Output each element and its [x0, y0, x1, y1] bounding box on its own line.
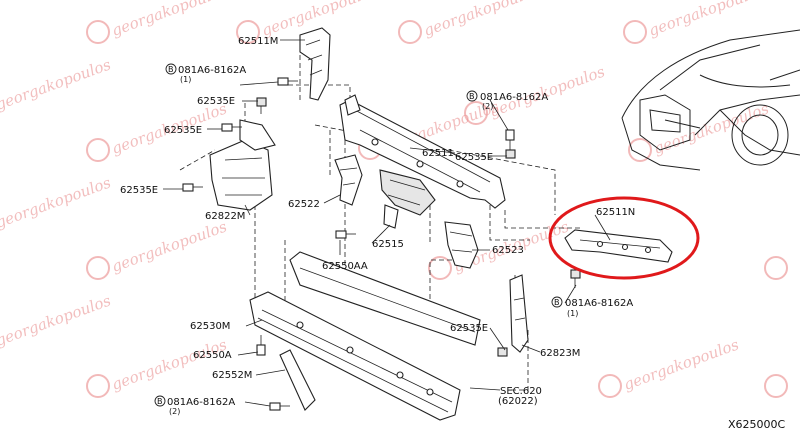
watermark-16: georgakopoulos [598, 335, 742, 398]
label-bolt-right-qty: (2) [482, 102, 493, 111]
bolt-symbol-icon [154, 395, 166, 407]
watermark-5: georgakopoulos [0, 55, 114, 113]
car-logo-circle-icon [464, 101, 488, 125]
part-62522-bracket [334, 154, 363, 206]
bolt-icon [221, 123, 242, 132]
car-logo-circle-icon [86, 138, 110, 162]
part-62552M-bracket [279, 349, 316, 411]
bolt-icon [256, 335, 266, 356]
car-thumbnail [621, 29, 800, 171]
part-62523-bracket [444, 221, 479, 269]
clip-icon [256, 97, 267, 114]
label-62511: 62511 [422, 148, 454, 159]
watermark-15: georgakopoulos [86, 335, 230, 398]
label-62511N: 62511N [596, 207, 635, 218]
watermark-11: georgakopoulos [86, 217, 230, 280]
watermark-10: georgakopoulos [0, 173, 114, 231]
car-logo-circle-icon [598, 374, 622, 398]
watermark-text: georgakopoulos [621, 335, 741, 393]
bolt-icon [335, 230, 356, 239]
label-62515: 62515 [372, 239, 404, 250]
bolt-icon [269, 402, 290, 411]
label-bolt-bottom: 081A6-8162A [167, 397, 235, 408]
label-sec620: SEC.620 [500, 386, 542, 397]
bolt-symbol: B [168, 65, 174, 74]
watermark-text: georgakopoulos [0, 173, 114, 231]
car-logo-circle-icon [623, 20, 647, 44]
label-bolt-top-qty: (1) [180, 75, 191, 84]
part-62823M-air-guide [509, 274, 529, 353]
bolt-symbol: B [554, 298, 560, 307]
watermark-1: georgakopoulos [86, 0, 230, 44]
car-logo-circle-icon [764, 374, 788, 398]
car-logo-circle-icon [86, 256, 110, 280]
car-logo-circle-icon [398, 20, 422, 44]
label-bolt-right: 081A6-8162A [480, 92, 548, 103]
watermark-text: georgakopoulos [0, 291, 114, 349]
part-62822M-air-guide [209, 119, 276, 211]
car-logo-circle-icon [236, 20, 260, 44]
car-logo-circle-icon [428, 256, 452, 280]
part-62511M-bracket [299, 27, 331, 101]
label-62822M: 62822M [205, 211, 245, 222]
leader-lines [163, 39, 611, 407]
label-62550A: 62550A [193, 350, 232, 361]
bolt-symbol: B [157, 397, 163, 406]
bolt-icon [505, 129, 515, 152]
label-62535E-a: 62535E [197, 96, 235, 107]
watermark-4: georgakopoulos [623, 0, 767, 44]
label-62823M: 62823M [540, 348, 580, 359]
callout-labels: 62511M B 081A6-8162A (1) 62535E 62535E 6… [120, 36, 786, 431]
watermark-text: georgakopoulos [0, 55, 114, 113]
watermark-text: georgakopoulos [109, 217, 229, 275]
watermark-text: georgakopoulos [421, 0, 541, 40]
bolt-symbol-icon [165, 63, 177, 75]
label-62535E-b: 62535E [164, 125, 202, 136]
label-62522: 62522 [288, 199, 320, 210]
car-logo-circle-icon [86, 20, 110, 44]
clip-icon [505, 149, 516, 159]
car-logo-circle-icon [628, 138, 652, 162]
label-bolt-bottom-qty: (2) [169, 407, 180, 416]
label-62550AA: 62550AA [322, 261, 368, 272]
watermark-text: georgakopoulos [109, 335, 229, 393]
watermark-3: georgakopoulos [398, 0, 542, 44]
car-logo-circle-icon [86, 374, 110, 398]
watermark-text: georgakopoulos [646, 0, 766, 40]
watermark-6: georgakopoulos [86, 99, 230, 162]
label-62511M: 62511M [238, 36, 278, 47]
clip-icon [497, 347, 508, 357]
label-bolt-lowright: 081A6-8162A [565, 298, 633, 309]
bolt-icon [182, 183, 203, 192]
highlight-circle [548, 196, 700, 280]
diagram-code: X625000C [728, 418, 786, 431]
label-62535E-d: 62535E [455, 152, 493, 163]
bolt-symbol-icon [466, 90, 478, 102]
label-bolt-top: 081A6-8162A [178, 65, 246, 76]
part-62511-upper-support [339, 94, 506, 209]
label-62530M: 62530M [190, 321, 230, 332]
watermark-13 [764, 256, 788, 280]
label-62535E-c: 62535E [120, 185, 158, 196]
car-logo-circle-icon [764, 256, 788, 280]
watermark-text: georgakopoulos [109, 0, 229, 40]
part-bumper-absorber [289, 251, 481, 346]
watermark-text: georgakopoulos [651, 99, 771, 157]
label-sec620-ref: (62022) [498, 396, 538, 407]
label-62535E-e: 62535E [450, 323, 488, 334]
part-62511N-bracket [564, 229, 673, 263]
bolt-icon [277, 77, 298, 86]
label-62523: 62523 [492, 245, 524, 256]
fasteners [182, 77, 581, 411]
watermark-17 [764, 374, 788, 398]
label-62552M: 62552M [212, 370, 252, 381]
label-bolt-lowright-qty: (1) [567, 309, 578, 318]
part-62530M-reinforcement [249, 291, 461, 421]
part-latch-assembly [379, 169, 436, 229]
bolt-symbol: B [469, 92, 475, 101]
bolt-symbol-icon [551, 296, 563, 308]
watermark-14: georgakopoulos [0, 291, 114, 349]
